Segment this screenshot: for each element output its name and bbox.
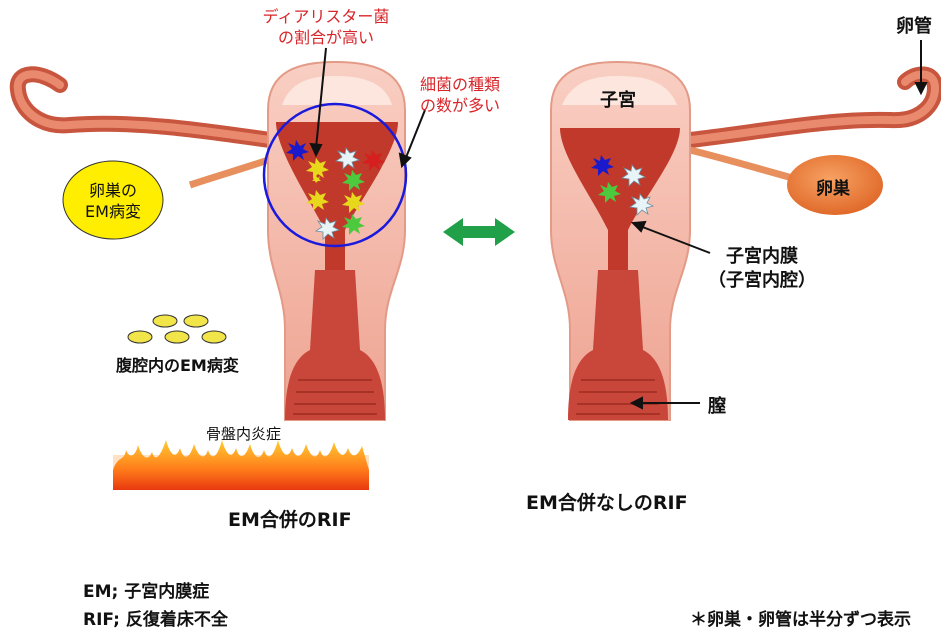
label-uterus: 子宮 bbox=[600, 86, 636, 112]
label-bacteria-diversity: 細菌の種類 の数が多い bbox=[405, 74, 515, 116]
label-ovary-lesion: 卵巣の EM病変 bbox=[63, 180, 163, 222]
label-endometrium: 子宮内膜 （子宮内腔） bbox=[708, 245, 816, 293]
label-peritoneal-lesion: 腹腔内のEM病変 bbox=[116, 352, 239, 376]
label-dominant-bacteria: ディアリスター菌 の割合が高い bbox=[252, 6, 400, 48]
legend-note: ＊卵巣・卵管は半分ずつ表示 bbox=[690, 605, 911, 630]
legend-em: EM; 子宮内膜症 bbox=[83, 577, 209, 602]
caption-left: EM合併のRIF bbox=[228, 505, 352, 532]
label-endometrium-line1: 子宮内膜 bbox=[708, 245, 816, 269]
label-endometrium-line2: （子宮内腔） bbox=[708, 269, 816, 293]
label-diversity-line2: の数が多い bbox=[405, 95, 515, 116]
label-fallopian-tube: 卵管 bbox=[896, 12, 932, 38]
label-ovary-lesion-line2: EM病変 bbox=[63, 201, 163, 222]
legend-rif: RIF; 反復着床不全 bbox=[83, 605, 228, 630]
label-dominant-line1: ディアリスター菌 bbox=[252, 6, 400, 27]
inflammation-fire bbox=[113, 440, 369, 490]
label-dominant-line2: の割合が高い bbox=[252, 27, 400, 48]
double-arrow-icon bbox=[443, 218, 515, 246]
label-ovary-lesion-line1: 卵巣の bbox=[63, 180, 163, 201]
label-vagina: 膣 bbox=[708, 392, 726, 418]
label-ovary: 卵巣 bbox=[816, 174, 850, 199]
label-diversity-line1: 細菌の種類 bbox=[405, 74, 515, 95]
caption-right: EM合併なしのRIF bbox=[526, 488, 688, 515]
label-pelvic-inflammation: 骨盤内炎症 bbox=[206, 423, 281, 444]
peritoneal-lesions bbox=[128, 315, 226, 343]
